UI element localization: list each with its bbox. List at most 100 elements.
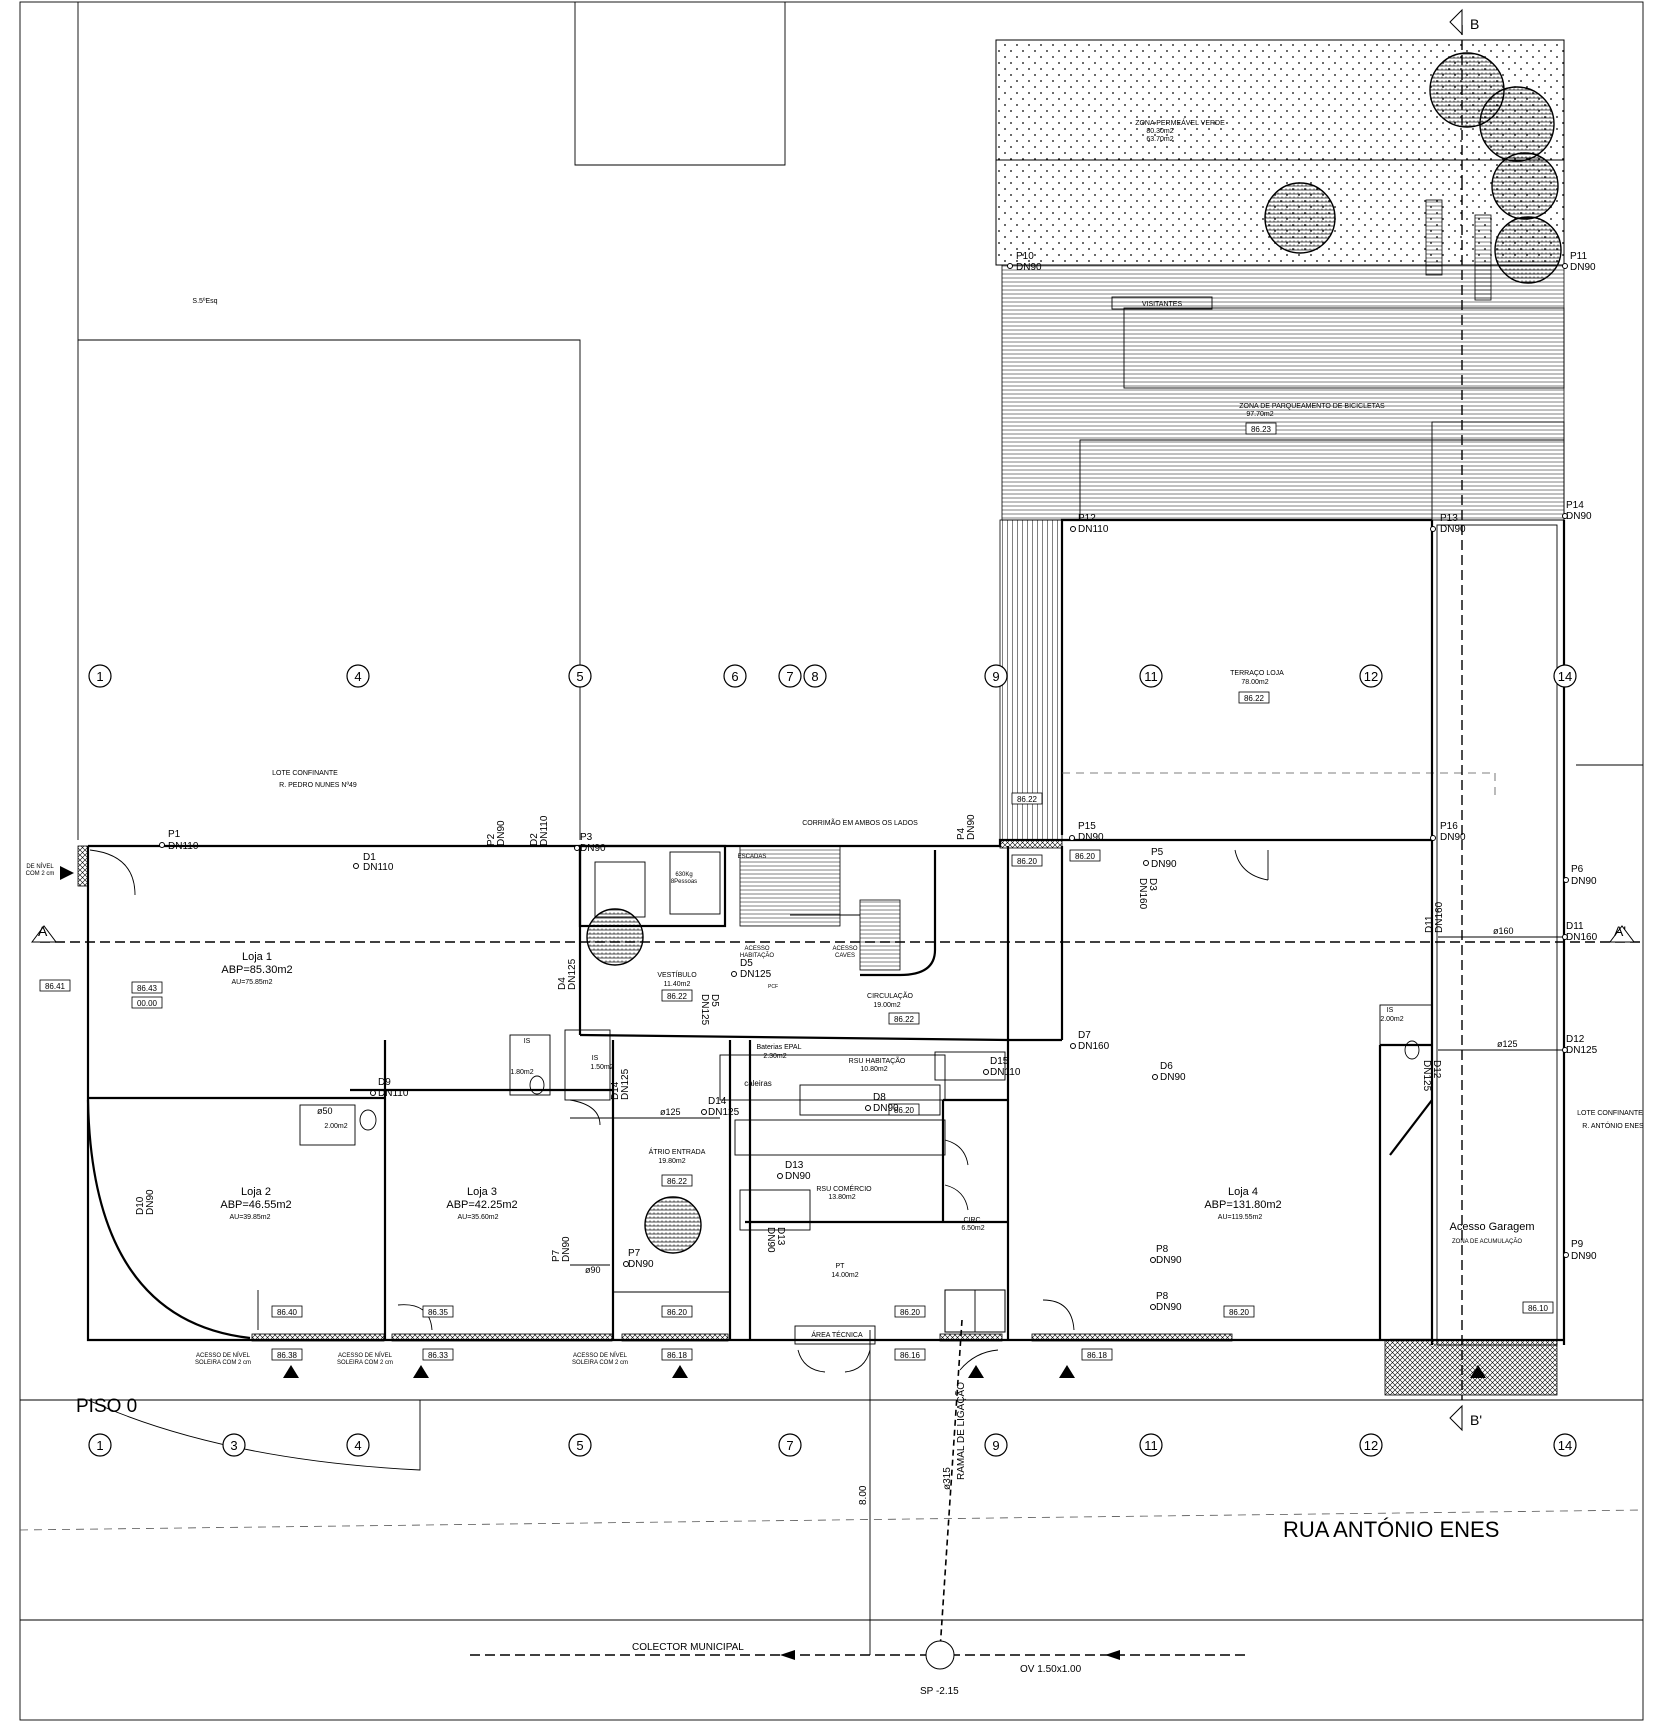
room-name-loja1: Loja 1 [242,951,272,963]
level-label: 86.22 [667,992,688,1001]
svg-text:DN125: DN125 [740,969,772,980]
level-label: 86.22 [667,1177,688,1186]
access-caves-1: ACESSO [832,946,857,952]
level-label: 86.18 [1087,1351,1108,1360]
section-label-a: A [38,923,48,939]
level-label: 86.41 [45,982,66,991]
room-abp-loja4: ABP=131.80m2 [1204,1199,1281,1211]
stairs-label: ESCADAS [738,854,767,860]
neighbor-right-2: R. ANTÓNIO ENES [1582,1121,1644,1130]
street [19,1399,1644,1621]
access-caves-2: CAVES [835,953,855,959]
svg-text:P7: P7 [628,1248,641,1259]
access-note-2b: SOLEIRA COM 2 cm [337,1360,393,1366]
svg-text:DN90: DN90 [1440,832,1466,843]
svg-text:D11: D11 [1424,915,1435,933]
level-label: 86.16 [900,1351,921,1360]
svg-text:D9: D9 [378,1077,391,1088]
grid-label: 12 [1364,669,1378,684]
svg-text:P8: P8 [1156,1291,1169,1302]
svg-text:D11: D11 [1566,921,1584,932]
neighbor-left-1: LOTE CONFINANTE [272,770,338,777]
svg-text:DN90: DN90 [1570,262,1596,273]
svg-text:DN90: DN90 [1571,876,1597,887]
elevator-capacity: 630Kg [675,872,692,878]
accessibility-icon [644,1196,702,1254]
room-name-bicicletas: ZONA DE PARQUEAMENTO DE BICICLETAS [1239,403,1385,410]
grid-axis-top [88,664,1577,688]
room-area-is4: 2.00m2 [1380,1016,1403,1023]
svg-text:DN90: DN90 [628,1259,654,1270]
svg-text:DN90: DN90 [1016,262,1042,273]
tree-icon [1479,86,1555,162]
section-label-b: B [1470,16,1479,32]
access-note-3: ACESSO DE NÍVEL [573,1352,628,1359]
access-triangles [60,866,1486,1378]
room-au-loja1: AU=75.85m2 [231,979,272,986]
s5-label: S.5ºEsq [192,298,217,305]
grid-label: 8 [811,669,818,684]
svg-text:DN90: DN90 [966,814,977,840]
access-hab-1: ACESSO [744,946,769,952]
room-area-circulacao: 19.00m2 [873,1002,900,1009]
access-note-1b: SOLEIRA COM 2 cm [195,1360,251,1366]
svg-text:DN160: DN160 [1078,1041,1110,1052]
sheet-border [19,1,1644,1721]
svg-text:P11: P11 [1570,251,1587,262]
level-label: 86.40 [277,1308,298,1317]
svg-text:P9: P9 [1571,1239,1584,1250]
svg-text:P2: P2 [486,833,497,846]
svg-text:DN90: DN90 [1078,832,1104,843]
tree-icon [1491,152,1559,220]
svg-text:D12: D12 [1431,1060,1442,1079]
level-label: 86.18 [667,1351,688,1360]
room-area-atrio: 19.80m2 [658,1158,685,1165]
bicycle-zone [1001,264,1565,521]
room-abp-loja3: ABP=42.25m2 [446,1199,517,1211]
room-area2-zona-verde: 63.70m2 [1146,136,1173,143]
svg-text:D15: D15 [990,1056,1009,1067]
access-note-1: ACESSO DE NÍVEL [196,1352,251,1359]
svg-text:DN90: DN90 [145,1189,156,1215]
grid-label: 14 [1558,669,1572,684]
diameter-labels: ø160 ø125 ø125 ø90 ø50 [317,926,1518,1275]
access-note-left: DE NÍVEL [26,863,54,870]
svg-text:ø50: ø50 [317,1106,333,1116]
svg-text:DN125: DN125 [699,994,710,1026]
room-name-terraco: TERRAÇO LOJA [1230,670,1284,677]
svg-text:DN110: DN110 [1078,524,1109,535]
access-note-3b: SOLEIRA COM 2 cm [572,1360,628,1366]
svg-text:DN125: DN125 [708,1107,740,1118]
svg-text:D6: D6 [1160,1061,1173,1072]
grid-label: 9 [992,669,999,684]
visitors-label: VISITANTES [1142,301,1183,308]
grid-label: 11 [1144,669,1158,684]
svg-text:DN90: DN90 [561,1236,572,1262]
svg-text:DN160: DN160 [1566,932,1598,943]
svg-text:D14: D14 [708,1096,727,1107]
room-area-is3: 2.00m2 [324,1123,347,1130]
svg-text:D13: D13 [785,1160,804,1171]
room-abp-loja2: ABP=46.55m2 [220,1199,291,1211]
svg-text:DN90: DN90 [785,1171,811,1182]
svg-text:D4: D4 [557,977,568,990]
dimension-label: 8.00 [858,1485,869,1505]
section-label-a2: A' [1614,923,1626,939]
svg-text:DN125: DN125 [1566,1045,1598,1056]
gutters-label: caleiras [744,1079,772,1088]
room-name-is2: IS [592,1055,599,1062]
svg-text:DN110: DN110 [363,862,394,873]
room-area-is2: 1.50m2 [590,1064,613,1071]
level-label: 86.22 [1017,795,1038,804]
room-name-rsu-com: RSU COMÉRCIO [816,1184,872,1193]
